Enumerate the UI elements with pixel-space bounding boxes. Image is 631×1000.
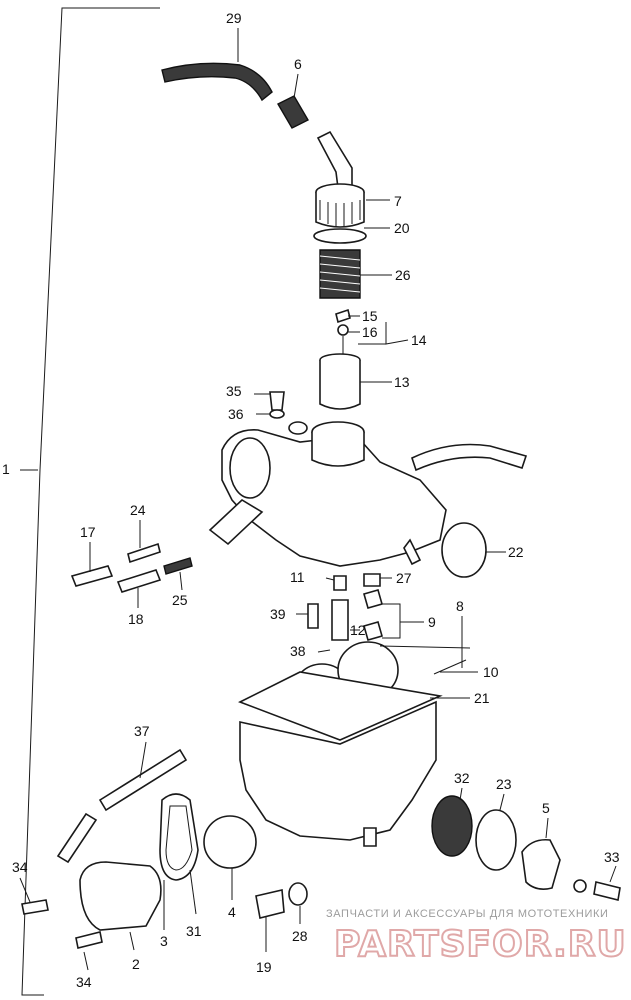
part-label-37: 37 xyxy=(134,723,150,739)
gasket-part-21 xyxy=(238,671,443,741)
plate-part-32 xyxy=(431,795,473,857)
part-label-6: 6 xyxy=(294,56,302,72)
carburetor-body xyxy=(208,421,447,567)
part-label-21: 21 xyxy=(474,690,490,706)
part-label-11: 11 xyxy=(290,569,305,585)
throttle-valve-part-13 xyxy=(319,353,361,410)
fuel-inlet-elbow xyxy=(316,130,353,189)
part-label-9: 9 xyxy=(428,614,436,630)
part-label-2: 2 xyxy=(132,956,140,972)
watermark: ЗАПЧАСТИ И АКСЕССУАРЫ ДЛЯ МОТОТЕХНИКИ PA… xyxy=(326,908,627,966)
retainer-part-16 xyxy=(337,324,349,336)
o-ring-small xyxy=(288,421,308,435)
part-label-36: 36 xyxy=(228,406,244,422)
part-label-17: 17 xyxy=(80,524,96,540)
part-label-27: 27 xyxy=(396,570,412,586)
screw-part-34-a xyxy=(21,899,49,915)
part-label-23: 23 xyxy=(496,776,512,792)
spring-part-26 xyxy=(319,249,361,299)
part-label-19: 19 xyxy=(256,959,272,975)
part-label-8: 8 xyxy=(456,598,464,614)
clip-part-6 xyxy=(277,95,309,129)
watermark-caption: ЗАПЧАСТИ И АКСЕССУАРЫ ДЛЯ МОТОТЕХНИКИ xyxy=(326,908,608,920)
screw-part-34-b xyxy=(75,931,103,949)
part-label-32: 32 xyxy=(454,770,470,786)
clip-part-15 xyxy=(335,308,351,324)
watermark-brand: PARTSFOR.RU xyxy=(334,924,627,965)
fuel-hose-part-29 xyxy=(161,62,273,102)
part-label-22: 22 xyxy=(508,544,524,560)
screw-part-18 xyxy=(116,569,162,593)
part-label-13: 13 xyxy=(394,374,410,390)
diaphragm-part-4 xyxy=(203,815,257,869)
main-jet-part-12 xyxy=(331,599,349,641)
part-label-7: 7 xyxy=(394,193,402,209)
part-label-18: 18 xyxy=(128,611,144,627)
gasket-part-31 xyxy=(165,805,193,871)
screw-part-24 xyxy=(127,542,161,564)
part-label-38: 38 xyxy=(290,643,306,659)
screw-part-35 xyxy=(269,391,285,411)
part-label-15: 15 xyxy=(362,308,378,324)
screw-part-17 xyxy=(70,565,114,587)
part-label-33: 33 xyxy=(604,849,620,865)
part-label-25: 25 xyxy=(172,592,188,608)
screw-part-39 xyxy=(307,603,319,629)
o-ring-part-23 xyxy=(475,809,517,871)
washer-part-36 xyxy=(269,409,285,419)
part-label-20: 20 xyxy=(394,220,410,236)
washer-part-28 xyxy=(288,882,308,906)
part-label-12: 12 xyxy=(350,622,366,638)
washer-part-33 xyxy=(573,879,587,893)
spring-part-25 xyxy=(163,557,193,575)
o-ring-part-22 xyxy=(441,522,487,578)
cap-part-5 xyxy=(521,838,561,890)
tube-part-37 xyxy=(98,748,188,812)
part-label-34-bottom: 34 xyxy=(76,974,92,990)
part-label-24: 24 xyxy=(130,502,146,518)
part-label-26: 26 xyxy=(395,267,411,283)
part-label-34-top: 34 xyxy=(12,859,28,875)
part-label-5: 5 xyxy=(542,800,550,816)
gasket-part-2 xyxy=(79,861,162,931)
part-label-16: 16 xyxy=(362,324,378,340)
part-label-14: 14 xyxy=(411,332,427,348)
part-label-28: 28 xyxy=(292,928,308,944)
part-label-3: 3 xyxy=(160,933,168,949)
jet-part-9-a xyxy=(363,589,383,609)
part-label-1: 1 xyxy=(2,461,10,477)
cover-part-3 xyxy=(159,793,199,881)
part-label-39: 39 xyxy=(270,606,286,622)
gasket-part-20 xyxy=(313,228,367,244)
part-label-31: 31 xyxy=(186,923,202,939)
part-label-4: 4 xyxy=(228,904,236,920)
drain-tube xyxy=(56,812,98,864)
assembly-bracket xyxy=(20,7,160,996)
part-label-10: 10 xyxy=(483,664,499,680)
cap-part-7 xyxy=(315,183,365,228)
jet-part-9-b xyxy=(363,621,383,641)
screw-part-33 xyxy=(593,881,621,901)
part-label-35: 35 xyxy=(226,383,242,399)
part-label-29: 29 xyxy=(226,10,242,26)
vent-tube xyxy=(411,443,528,472)
leader-lines xyxy=(19,28,617,971)
screw-part-19 xyxy=(255,889,285,919)
part-number-labels: 29 6 7 20 26 15 16 14 13 35 36 1 24 17 2… xyxy=(2,10,620,990)
float-bowl xyxy=(239,700,437,847)
washer-part-27 xyxy=(363,573,381,587)
jet-part-11 xyxy=(333,575,347,591)
float-pin-part-10 xyxy=(433,659,467,675)
